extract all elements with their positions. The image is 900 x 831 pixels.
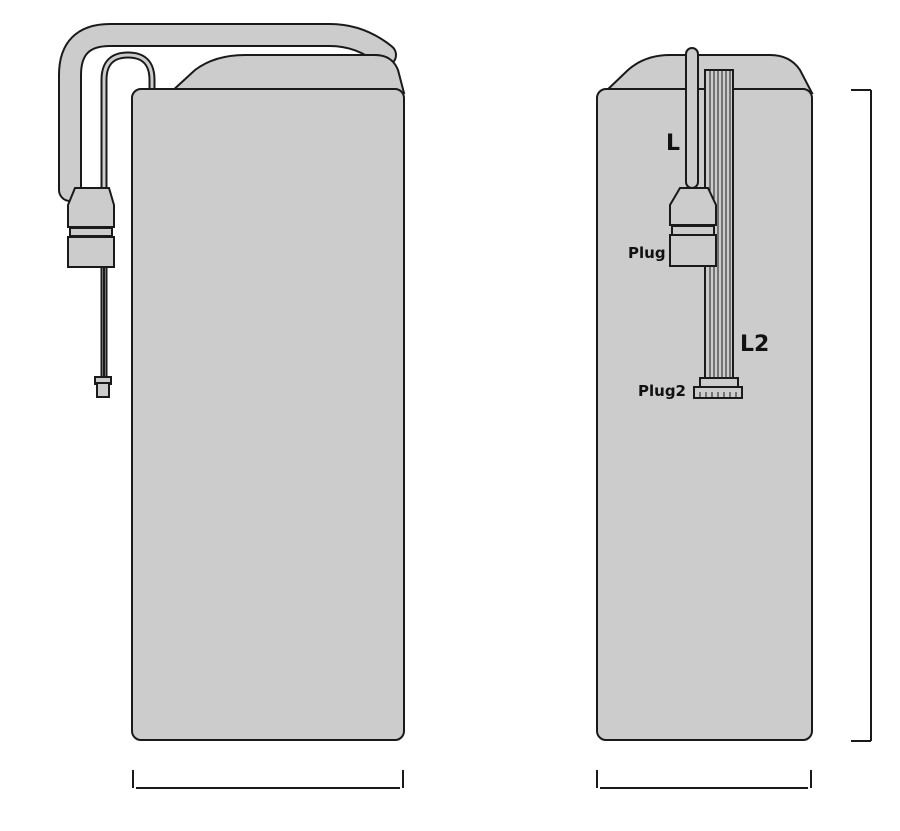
label-plug-main: Plug bbox=[628, 244, 666, 262]
right-width-dimension bbox=[596, 770, 812, 789]
left-top-cap bbox=[167, 54, 406, 94]
left-connector-hood bbox=[67, 187, 115, 228]
right-view: L Plug L2 Plug2 bbox=[596, 47, 872, 789]
left-cable-inner bbox=[60, 25, 395, 200]
right-plug bbox=[669, 234, 717, 267]
left-plug bbox=[67, 236, 115, 268]
right-plug2 bbox=[693, 377, 743, 399]
left-connector-collar bbox=[69, 227, 113, 237]
right-main-cable bbox=[685, 47, 699, 189]
label-plug-secondary: Plug2 bbox=[638, 382, 686, 400]
right-ribbon-cable bbox=[704, 69, 734, 383]
left-thin-wire-inner bbox=[102, 53, 154, 380]
left-width-dimension bbox=[132, 770, 404, 789]
right-connector-collar bbox=[671, 225, 715, 236]
left-battery-body bbox=[131, 88, 405, 741]
right-height-dimension bbox=[851, 89, 872, 742]
left-view bbox=[58, 23, 406, 789]
label-cable-secondary: L2 bbox=[740, 332, 769, 357]
left-small-plug bbox=[96, 382, 110, 398]
right-connector-hood bbox=[669, 187, 717, 226]
label-cable-main: L bbox=[666, 131, 680, 156]
